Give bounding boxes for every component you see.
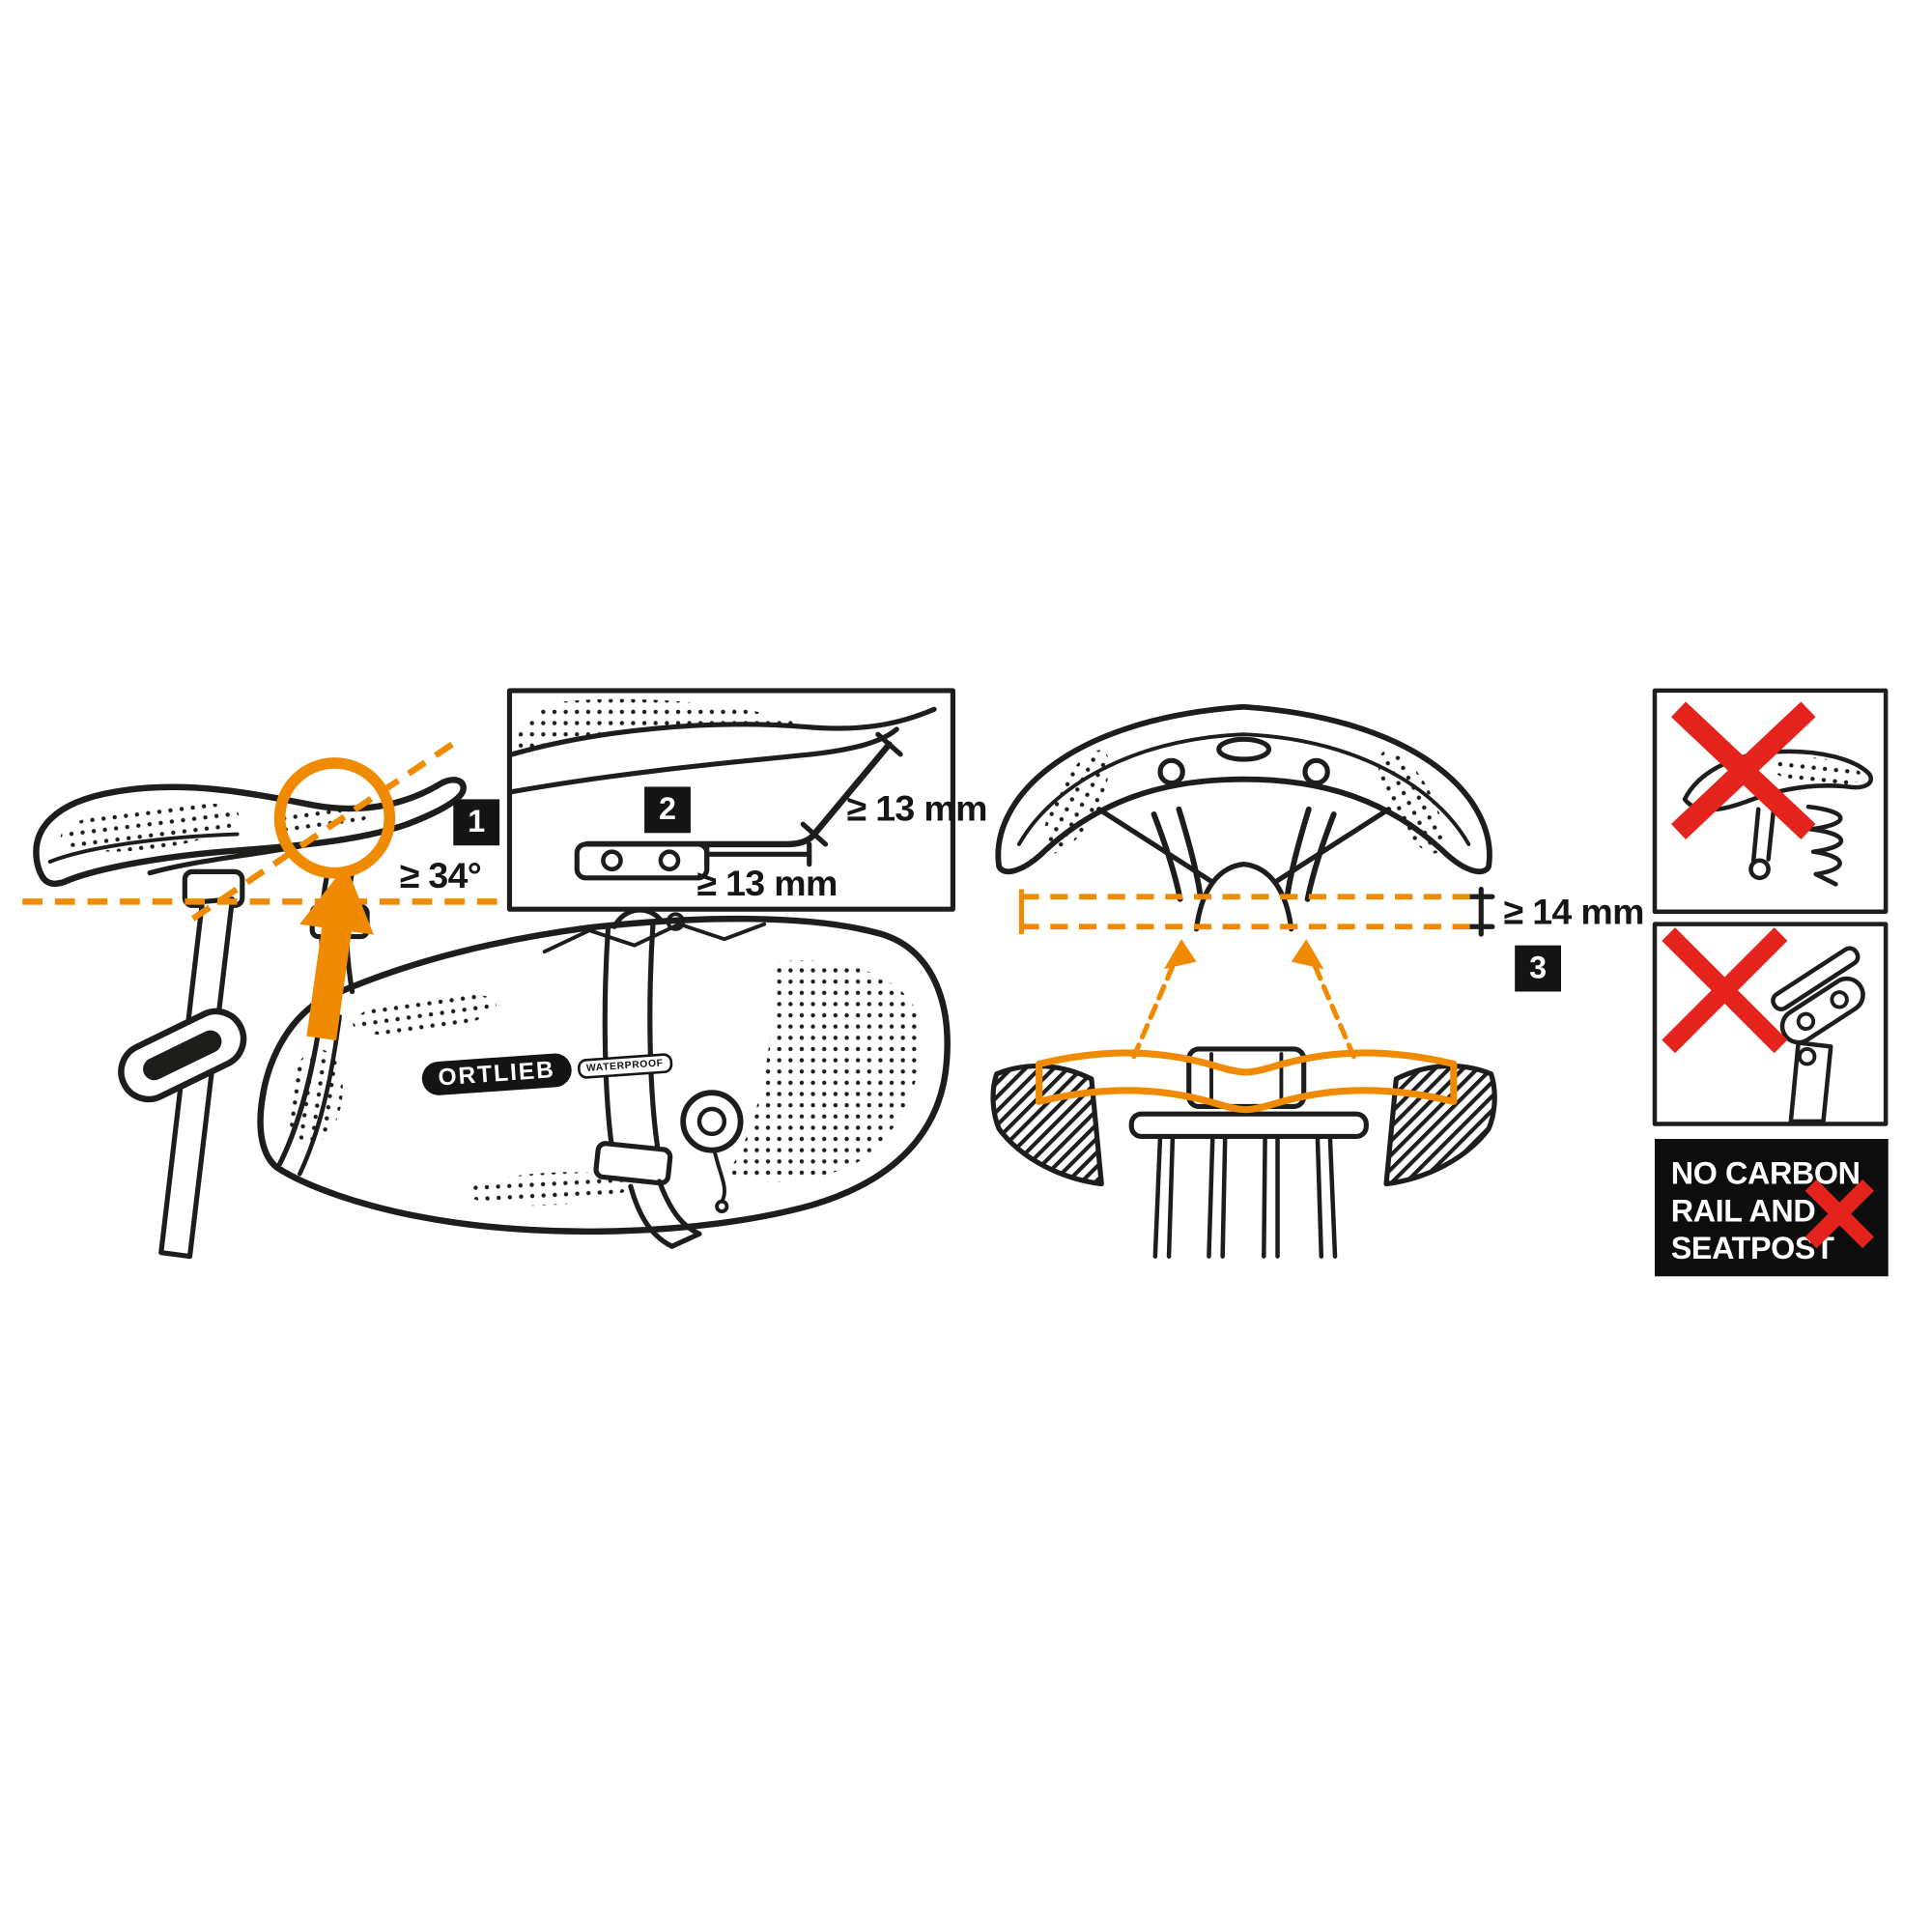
no-carbon-seatpost-box xyxy=(1652,922,1889,1126)
valve xyxy=(680,1090,744,1213)
up-arrowhead-icon xyxy=(1291,939,1324,970)
coil-spring-icon xyxy=(1805,804,1844,877)
rail-detail-box xyxy=(506,688,955,912)
saddle-rear-view xyxy=(995,703,1495,937)
angle-measurement-label: ≥ 34° xyxy=(399,856,482,897)
no-carbon-warning-panel: NO CARBON RAIL AND SEATPOST xyxy=(1654,1139,1889,1277)
up-arrow-icon xyxy=(299,865,374,1040)
no-sprung-saddle-box xyxy=(1652,688,1889,915)
mounting-strap-orange xyxy=(1036,939,1458,1114)
seatpost-strap-wrap xyxy=(118,1008,247,1103)
brand-tagline-label: WATERPROOF xyxy=(577,1052,673,1079)
angle-ray-dashed xyxy=(183,741,454,927)
highlight-ring-icon xyxy=(273,757,396,879)
warning-text: NO CARBON RAIL AND SEATPOST xyxy=(1671,1155,1889,1267)
rail-height-measurement-label: ≥ 13 mm xyxy=(846,789,988,830)
step1-angle-indicator xyxy=(22,741,537,1040)
step-2-badge: 2 xyxy=(644,786,691,834)
step-1-badge: 1 xyxy=(453,799,500,846)
rail-length-measurement-label: ≥ 13 mm xyxy=(696,864,838,904)
prohibited-x-icon xyxy=(1670,701,1816,840)
warning-line-2: RAIL AND xyxy=(1670,1193,1816,1230)
strap-mounting-view xyxy=(990,1046,1497,1259)
rail-width-measurement-label: ≥ 14 mm xyxy=(1503,893,1645,933)
up-arrowhead-icon xyxy=(1163,939,1197,970)
compression-strap xyxy=(593,919,702,1249)
prohibited-x-icon xyxy=(1804,1179,1874,1249)
prohibited-x-icon xyxy=(1662,927,1788,1054)
warning-line-1: NO CARBON xyxy=(1670,1156,1861,1192)
step-3-badge: 3 xyxy=(1515,945,1561,992)
